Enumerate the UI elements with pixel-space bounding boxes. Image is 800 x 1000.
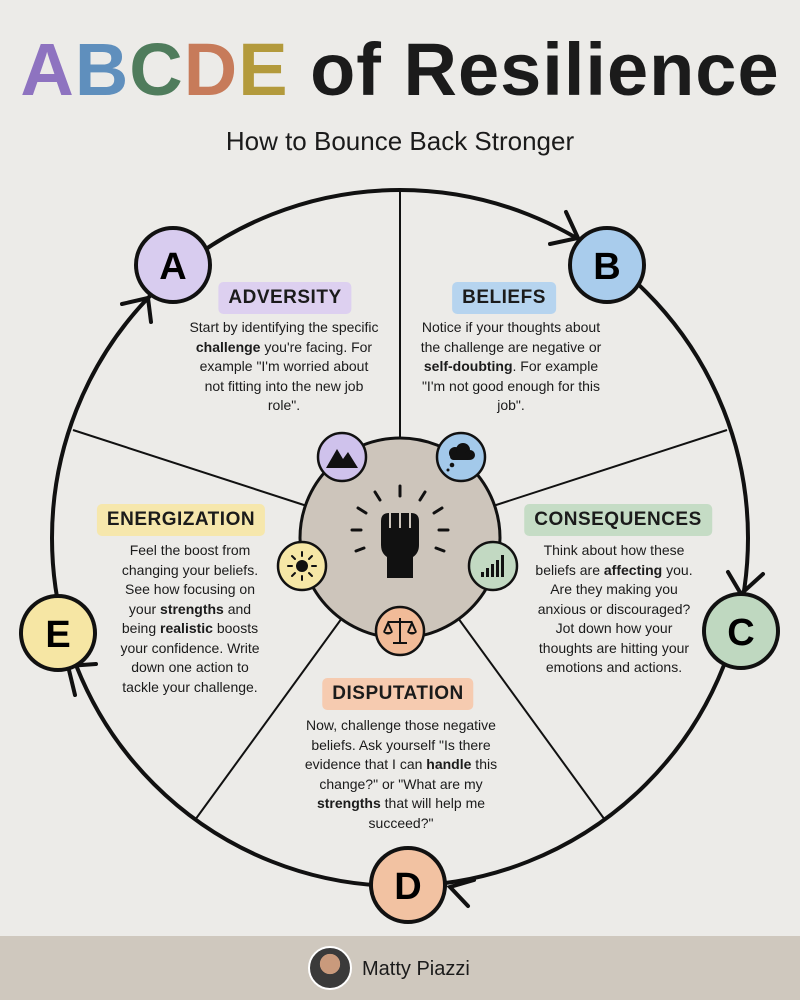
emphasis-text: realistic	[160, 620, 213, 636]
sun-icon	[278, 542, 326, 590]
emphasis-text: strengths	[317, 795, 381, 811]
emphasis-text: affecting	[604, 562, 662, 578]
scales-icon	[376, 607, 424, 655]
mountain-icon	[318, 433, 366, 481]
title-acronym: ABCDE	[20, 28, 288, 111]
title-letter-a: A	[20, 28, 74, 111]
energization-description: Feel the boost from changing your belief…	[116, 541, 264, 697]
author-name: Matty Piazzi	[362, 956, 470, 982]
beliefs-label: BELIEFS	[452, 282, 556, 314]
title-letter-e: E	[238, 28, 288, 111]
growth-bars-icon	[469, 542, 517, 590]
title-letter-b: B	[75, 28, 129, 111]
disputation-description: Now, challenge those negative beliefs. A…	[295, 716, 507, 833]
title-letter-d: D	[184, 28, 238, 111]
disputation-label: DISPUTATION	[322, 678, 473, 710]
energization-label: ENERGIZATION	[97, 504, 265, 536]
node-a-letter: A	[159, 246, 186, 288]
adversity-label: ADVERSITY	[218, 282, 351, 314]
node-d-letter: D	[394, 866, 421, 908]
node-b-letter: B	[593, 246, 620, 288]
node-a: A	[136, 228, 210, 302]
divider-line	[493, 430, 727, 506]
avatar	[308, 946, 352, 990]
node-d: D	[371, 848, 445, 922]
node-e: E	[21, 596, 95, 670]
thought-cloud-icon	[437, 433, 485, 481]
adversity-description: Start by identifying the specific challe…	[189, 318, 379, 416]
arrow-to-d-icon	[450, 880, 474, 906]
node-b: B	[570, 228, 644, 302]
body-text: you. Are they making you anxious or disc…	[538, 562, 693, 676]
node-c: C	[704, 594, 778, 668]
title-rest: of Resilience	[310, 28, 780, 111]
body-text: Start by identifying the specific	[189, 319, 378, 335]
emphasis-text: challenge	[196, 339, 261, 355]
page-subtitle: How to Bounce Back Stronger	[0, 124, 800, 158]
node-e-letter: E	[45, 614, 70, 656]
title-letter-c: C	[129, 28, 183, 111]
body-text: that will help me succeed?"	[369, 795, 485, 831]
page-title: ABCDE of Resilience	[0, 30, 800, 110]
body-text: Notice if your thoughts about the challe…	[421, 319, 602, 355]
emphasis-text: self-doubting	[424, 358, 513, 374]
emphasis-text: handle	[426, 756, 471, 772]
emphasis-text: strengths	[160, 601, 224, 617]
consequences-label: CONSEQUENCES	[524, 504, 712, 536]
divider-line	[73, 430, 307, 506]
beliefs-description: Notice if your thoughts about the challe…	[416, 318, 606, 416]
node-c-letter: C	[727, 612, 754, 654]
consequences-description: Think about how these beliefs are affect…	[528, 541, 700, 678]
